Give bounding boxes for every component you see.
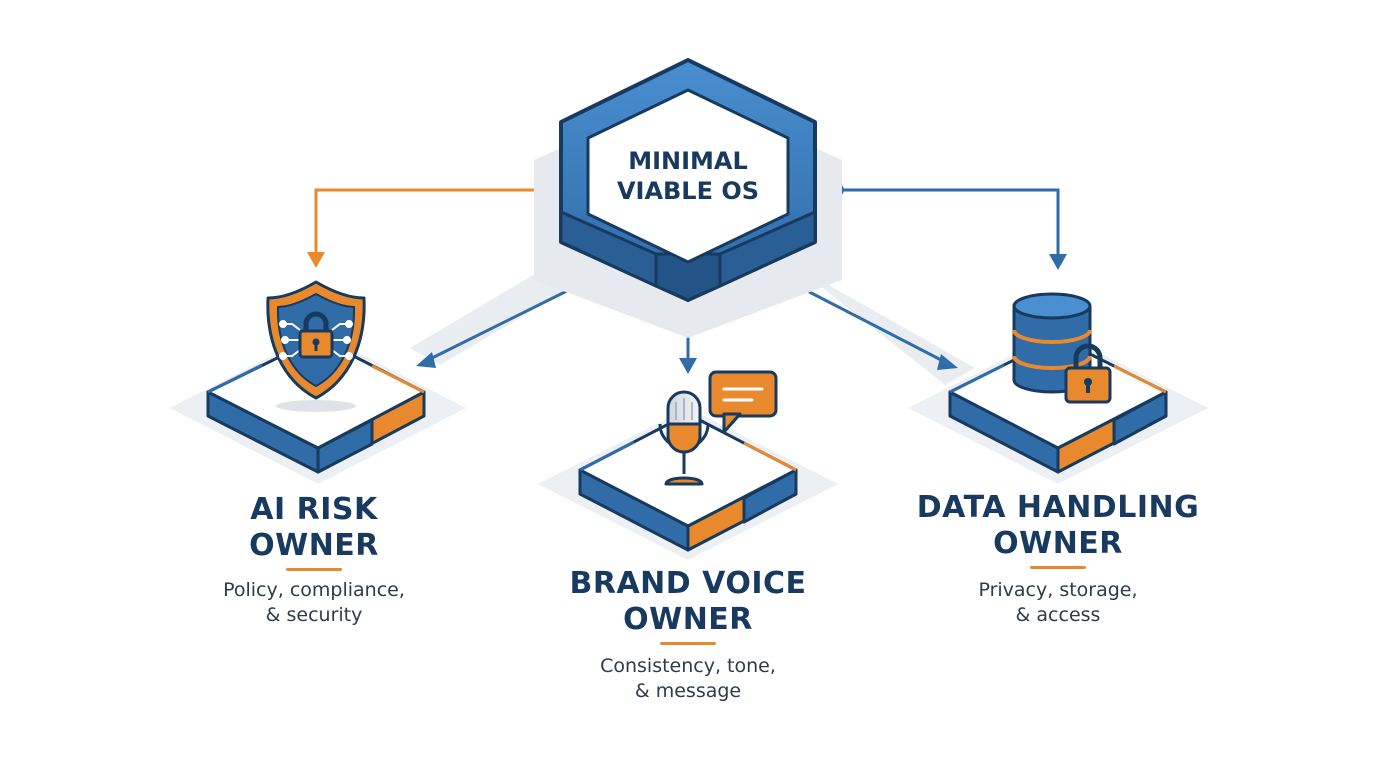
platform-center-accent bbox=[743, 441, 797, 472]
padlock-keyslot bbox=[314, 343, 318, 351]
chat-bubble-tail bbox=[722, 412, 742, 434]
owner-desc-data-handling: Privacy, storage, & access bbox=[938, 578, 1178, 628]
circuit-lines bbox=[279, 320, 353, 360]
hub-label-line1: MINIMAL bbox=[628, 147, 748, 175]
owner-title-line1: DATA HANDLING bbox=[916, 490, 1200, 525]
owner-desc-line2: & message bbox=[634, 680, 742, 702]
owner-title-line1: AI RISK bbox=[250, 492, 378, 527]
owner-title-line1: BRAND VOICE bbox=[569, 566, 807, 601]
owner-title-ai-risk: AI RISK OWNER bbox=[214, 492, 414, 564]
owner-title-data-handling: DATA HANDLING OWNER bbox=[898, 490, 1218, 562]
owner-rule-data-handling bbox=[1030, 566, 1086, 569]
owner-desc-line2: & access bbox=[1015, 604, 1101, 626]
platform-left-accent bbox=[371, 364, 425, 394]
owner-desc-line1: Policy, compliance, bbox=[223, 579, 405, 601]
connector-band-left bbox=[410, 262, 585, 365]
arrowhead-left-elbow bbox=[307, 252, 325, 268]
arrowhead-center bbox=[679, 358, 697, 374]
mic-lower bbox=[666, 422, 702, 454]
hub-inner bbox=[586, 88, 790, 264]
owner-title-line2: OWNER bbox=[623, 602, 753, 637]
owner-rule-ai-risk bbox=[286, 568, 342, 571]
hub-facet-bottom bbox=[654, 252, 722, 302]
owner-desc-brand-voice: Consistency, tone, & message bbox=[568, 654, 808, 704]
shield-lock-icon bbox=[266, 280, 366, 412]
shield-shadow bbox=[276, 400, 356, 412]
connectors bbox=[307, 184, 1067, 385]
owner-desc-ai-risk: Policy, compliance, & security bbox=[194, 578, 434, 628]
platform-right-accent-b bbox=[949, 363, 1005, 394]
database-lock-icon bbox=[1012, 292, 1112, 404]
hub-node bbox=[534, 58, 842, 338]
hub-label: MINIMAL VIABLE OS bbox=[588, 146, 788, 206]
owner-desc-line1: Consistency, tone, bbox=[600, 655, 776, 677]
mic-base bbox=[664, 476, 704, 486]
platform-right-accent bbox=[1113, 364, 1167, 394]
owner-title-brand-voice: BRAND VOICE OWNER bbox=[538, 566, 838, 638]
owner-desc-line2: & security bbox=[265, 604, 363, 626]
owner-desc-line1: Privacy, storage, bbox=[978, 579, 1138, 601]
db-lock-shackle bbox=[1073, 343, 1103, 370]
arrowhead-diag-right bbox=[937, 354, 958, 370]
chat-bubble bbox=[708, 370, 778, 418]
padlock-shackle bbox=[303, 311, 329, 332]
connector-right-elbow bbox=[838, 188, 1060, 262]
arrowhead-diag-left bbox=[416, 352, 436, 368]
hub-label-line2: VIABLE OS bbox=[616, 177, 760, 205]
padlock-keyhole bbox=[312, 338, 320, 346]
connector-diag-left bbox=[427, 280, 586, 362]
connector-left-elbow bbox=[314, 188, 540, 260]
owner-title-line2: OWNER bbox=[993, 526, 1123, 561]
arrowhead-right-elbow bbox=[1049, 254, 1067, 270]
microphone-chat-icon bbox=[658, 370, 778, 486]
platform-center-accent-b bbox=[579, 440, 635, 472]
platform-left-accent-b bbox=[207, 363, 263, 394]
db-top bbox=[1012, 292, 1092, 320]
owner-rule-brand-voice bbox=[660, 642, 716, 645]
owner-title-line2: OWNER bbox=[249, 528, 379, 563]
connector-diag-right bbox=[789, 280, 946, 364]
